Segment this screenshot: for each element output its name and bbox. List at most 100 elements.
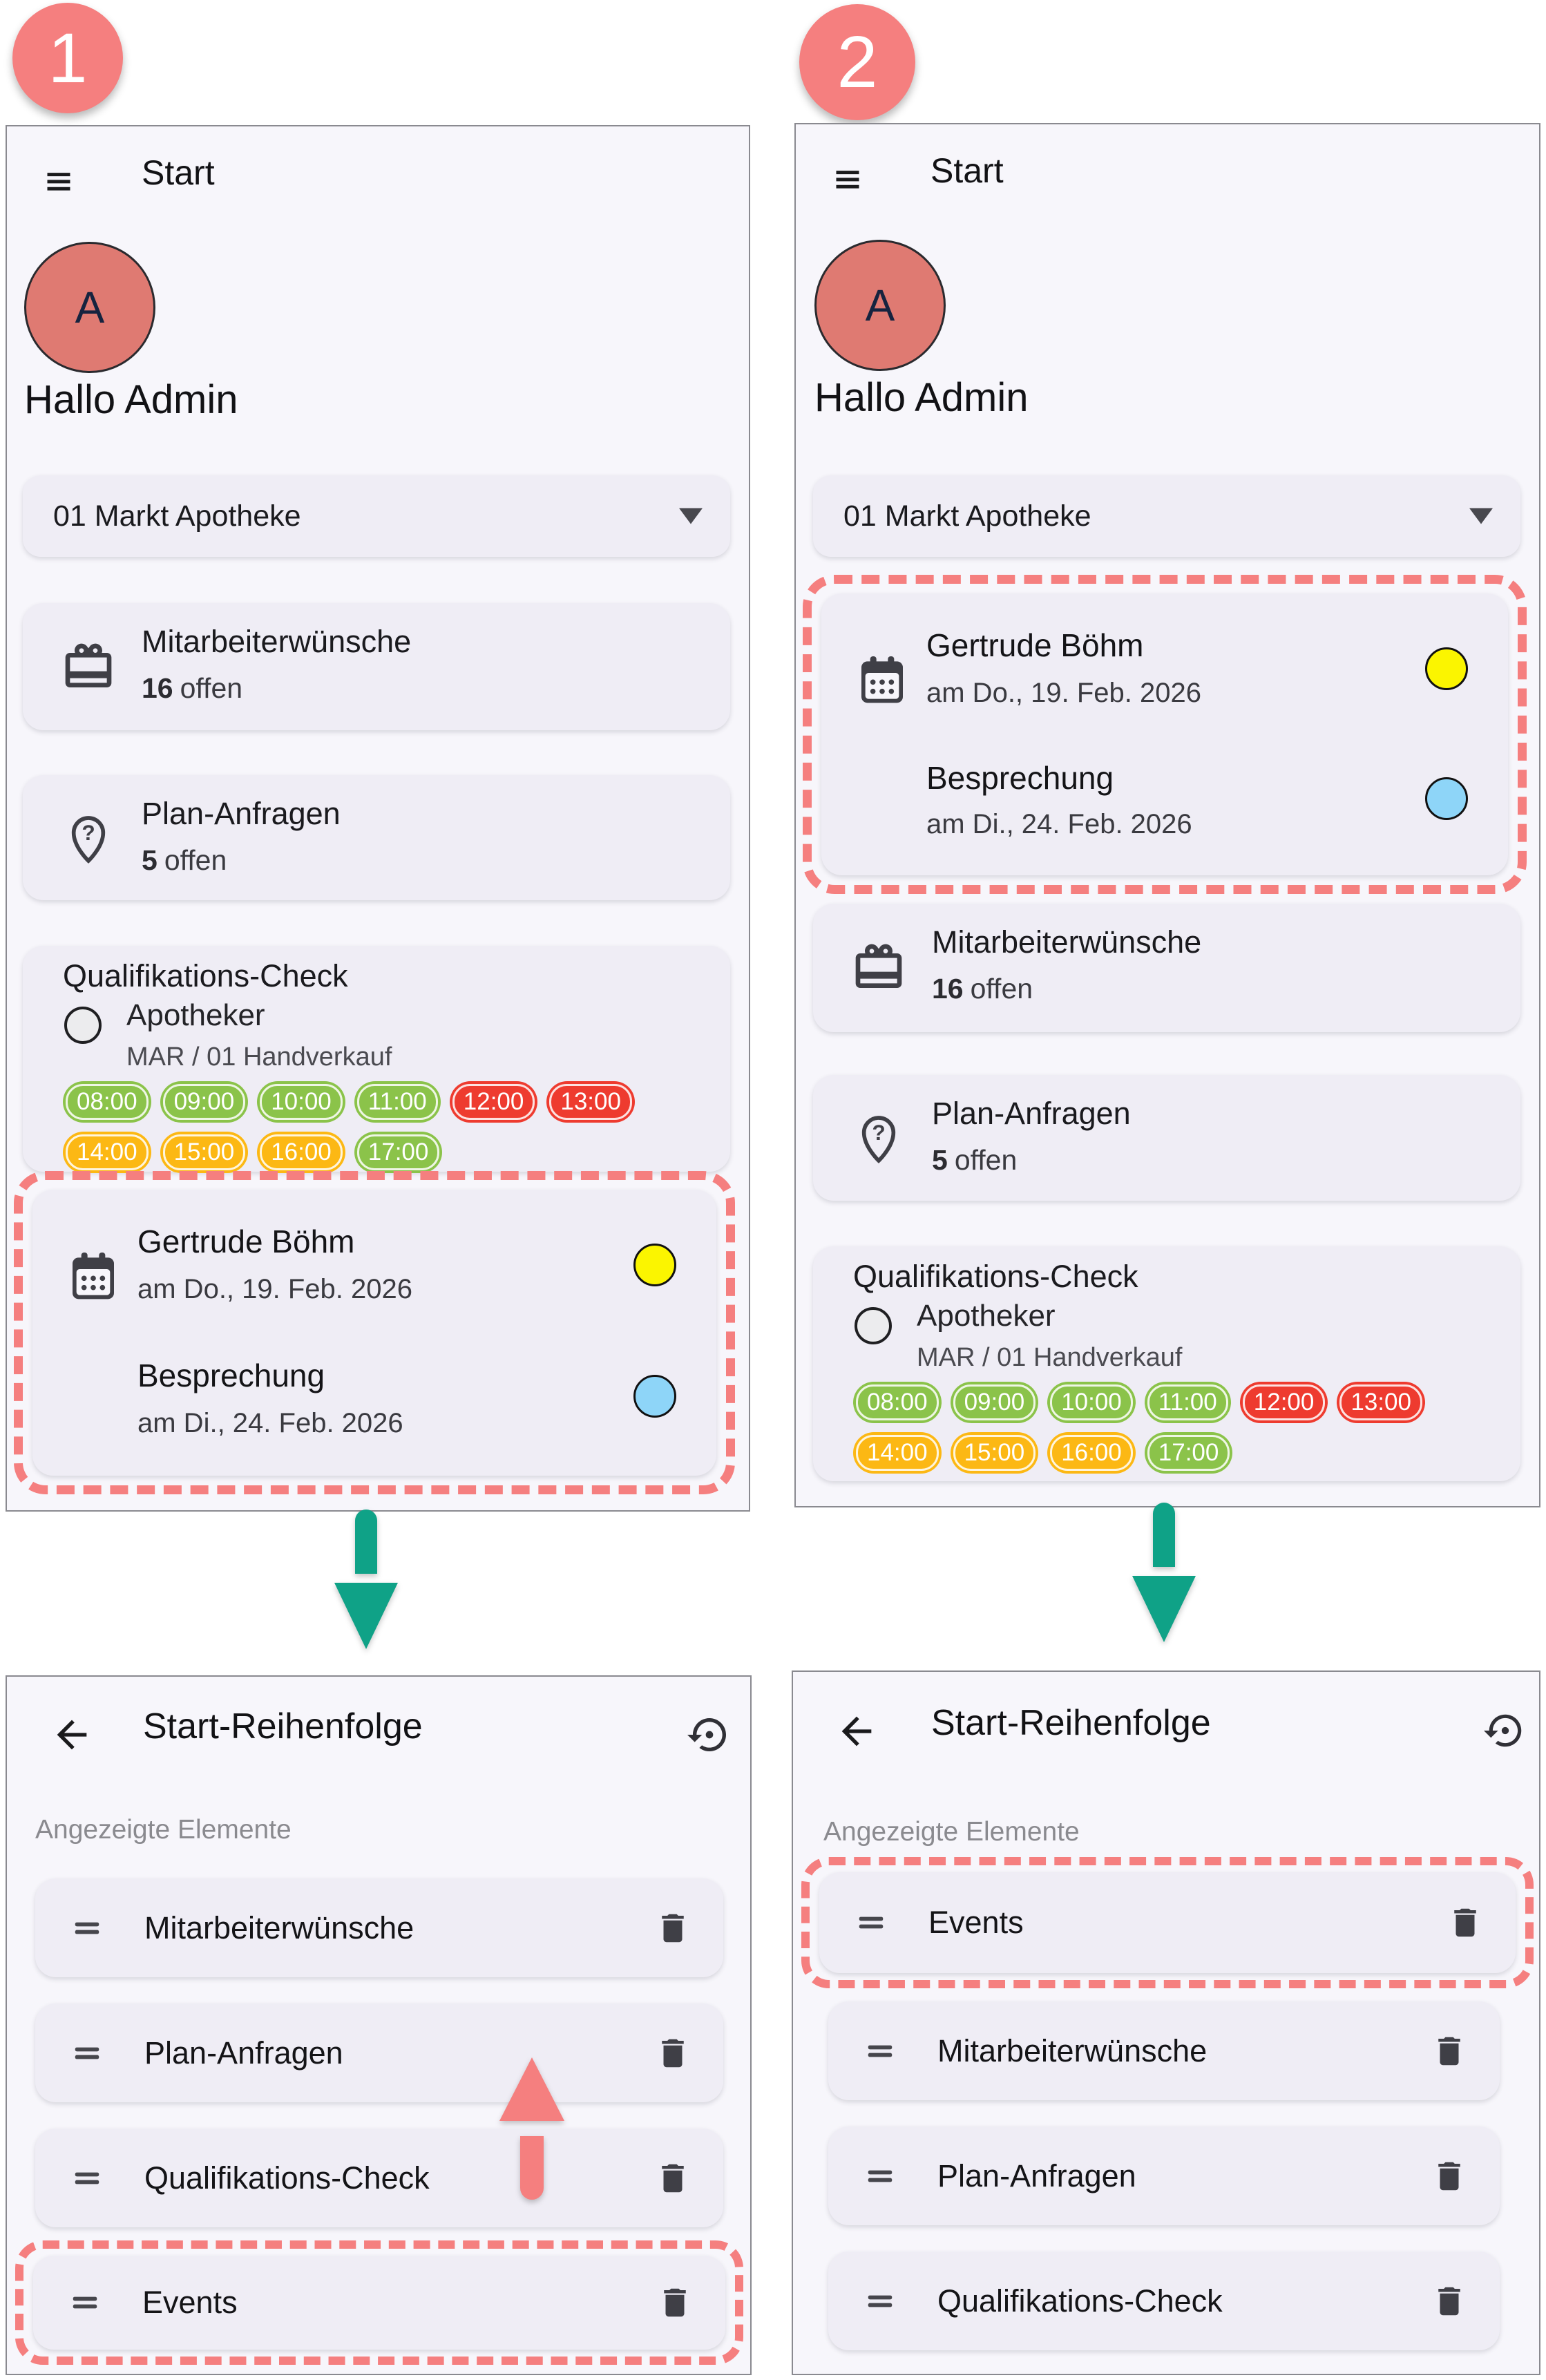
time-chip: 11:00	[354, 1081, 441, 1123]
time-chip: 15:00	[160, 1132, 249, 1173]
svg-text:?: ?	[872, 1120, 885, 1145]
menu-icon[interactable]	[39, 166, 78, 197]
time-chip: 13:00	[1337, 1382, 1425, 1423]
location-question-icon: ?	[851, 1111, 906, 1166]
time-slot-chips: 08:00 09:00 10:00 11:00 12:00 13:00 14:0…	[63, 1081, 705, 1173]
drag-handle-icon[interactable]	[860, 2035, 900, 2067]
step-2-badge: 2	[799, 4, 915, 120]
order-row-wishes[interactable]: Mitarbeiterwünsche	[35, 1878, 723, 1977]
back-arrow-icon[interactable]	[834, 1709, 879, 1753]
order-row-qualification[interactable]: Qualifikations-Check	[35, 2129, 723, 2227]
drag-handle-icon[interactable]	[67, 2162, 107, 2194]
time-chip: 11:00	[1144, 1382, 1231, 1423]
time-chip: 12:00	[1239, 1382, 1328, 1423]
flow-arrow-down-right	[1132, 1503, 1196, 1642]
trash-icon[interactable]	[1431, 2156, 1468, 2196]
home-screen-before: Start A Hallo Admin 01 Markt Apotheke Mi…	[6, 125, 750, 1512]
page-title: Start-Reihenfolge	[931, 1703, 1211, 1743]
svg-text:?: ?	[82, 820, 95, 845]
time-chip: 14:00	[63, 1132, 151, 1173]
menu-icon[interactable]	[828, 164, 867, 195]
drag-handle-icon[interactable]	[860, 2160, 900, 2192]
qualification-card[interactable]: Qualifikations-Check Apotheker MAR / 01 …	[23, 946, 730, 1173]
restore-icon[interactable]	[687, 1713, 732, 1757]
order-row-label: Qualifikations-Check	[144, 2160, 430, 2196]
radio-circle[interactable]	[64, 1007, 102, 1044]
time-chip: 13:00	[546, 1081, 635, 1123]
events-row-highlight: Events	[15, 2240, 743, 2365]
time-chip: 10:00	[1047, 1382, 1136, 1423]
order-row-wishes[interactable]: Mitarbeiterwünsche	[828, 2001, 1500, 2100]
event-date: am Di., 24. Feb. 2026	[926, 809, 1192, 839]
pharmacy-select[interactable]: 01 Markt Apotheke	[813, 475, 1520, 557]
event-date: am Do., 19. Feb. 2026	[137, 1274, 413, 1304]
time-chip: 15:00	[950, 1432, 1039, 1474]
trash-icon[interactable]	[656, 2283, 694, 2323]
avatar: A	[814, 240, 946, 371]
greeting-text: Hallo Admin	[814, 375, 1029, 420]
order-row-label: Mitarbeiterwünsche	[937, 2032, 1208, 2068]
order-row-qualification[interactable]: Qualifikations-Check	[828, 2252, 1500, 2350]
time-chip: 12:00	[449, 1081, 538, 1123]
order-row-plan[interactable]: Plan-Anfragen	[35, 2003, 723, 2102]
trash-icon[interactable]	[654, 2158, 691, 2198]
qualification-title: Qualifikations-Check	[63, 958, 348, 993]
drag-handle-icon[interactable]	[851, 1907, 891, 1939]
trash-icon[interactable]	[1431, 2281, 1468, 2321]
event-color-dot	[633, 1244, 676, 1286]
qualification-department: MAR / 01 Handverkauf	[917, 1343, 1183, 1372]
gift-icon	[851, 940, 906, 995]
time-chip: 14:00	[853, 1432, 942, 1474]
page-title: Start-Reihenfolge	[143, 1706, 423, 1746]
time-slot-chips: 08:00 09:00 10:00 11:00 12:00 13:00 14:0…	[853, 1382, 1496, 1474]
event-color-dot	[1425, 777, 1468, 820]
trash-icon[interactable]	[1447, 1903, 1484, 1943]
radio-circle[interactable]	[855, 1307, 892, 1344]
pharmacy-select[interactable]: 01 Markt Apotheke	[23, 475, 730, 557]
events-card[interactable]: Gertrude Böhm am Do., 19. Feb. 2026 Besp…	[32, 1190, 716, 1476]
qualification-title: Qualifikations-Check	[853, 1259, 1138, 1294]
move-up-arrow	[499, 2057, 564, 2200]
order-row-label: Mitarbeiterwünsche	[144, 1910, 414, 1945]
drag-handle-icon[interactable]	[65, 2287, 105, 2319]
event-color-dot	[633, 1375, 676, 1418]
order-row-events[interactable]: Events	[33, 2256, 725, 2350]
drag-handle-icon[interactable]	[860, 2285, 900, 2317]
qualification-card[interactable]: Qualifikations-Check Apotheker MAR / 01 …	[813, 1246, 1520, 1481]
time-chip: 16:00	[1047, 1432, 1136, 1474]
qualification-department: MAR / 01 Handverkauf	[126, 1043, 392, 1072]
wishes-title: Mitarbeiterwünsche	[142, 624, 412, 659]
trash-icon[interactable]	[654, 2033, 691, 2073]
section-label: Angezeigte Elemente	[823, 1817, 1080, 1847]
order-screen-before: Start-Reihenfolge Angezeigte Elemente Mi…	[6, 1675, 752, 2375]
drag-handle-icon[interactable]	[67, 2037, 107, 2069]
trash-icon[interactable]	[1431, 2031, 1468, 2071]
drag-handle-icon[interactable]	[67, 1912, 107, 1944]
wishes-title: Mitarbeiterwünsche	[932, 924, 1202, 960]
greeting-text: Hallo Admin	[24, 377, 238, 422]
avatar-letter: A	[75, 283, 105, 332]
trash-icon[interactable]	[654, 1908, 691, 1948]
events-highlight-after: Gertrude Böhm am Do., 19. Feb. 2026 Besp…	[803, 575, 1527, 894]
chevron-down-icon	[1469, 508, 1493, 524]
order-row-events[interactable]: Events	[819, 1872, 1516, 1973]
time-chip: 09:00	[950, 1382, 1039, 1423]
order-row-plan[interactable]: Plan-Anfragen	[828, 2126, 1500, 2225]
events-card[interactable]: Gertrude Böhm am Do., 19. Feb. 2026 Besp…	[821, 593, 1508, 875]
restore-icon[interactable]	[1484, 1709, 1527, 1752]
page-title: Start	[931, 151, 1004, 190]
flow-arrow-down-left	[334, 1510, 398, 1649]
order-row-label: Qualifikations-Check	[937, 2283, 1223, 2319]
order-row-label: Plan-Anfragen	[937, 2158, 1136, 2193]
time-chip: 16:00	[257, 1132, 345, 1173]
time-chip: 09:00	[160, 1081, 249, 1123]
back-arrow-icon[interactable]	[50, 1713, 94, 1757]
time-chip: 17:00	[1144, 1432, 1233, 1474]
